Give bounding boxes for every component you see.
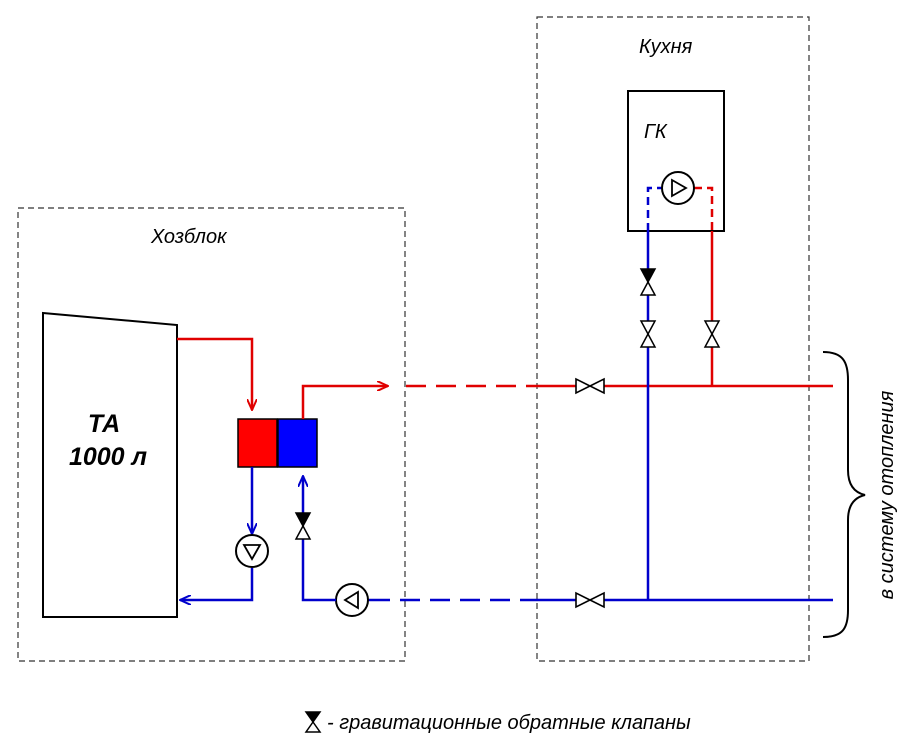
tank-circuit-pump-icon bbox=[235, 534, 269, 568]
utility-zone-label: Хозблок bbox=[150, 226, 228, 248]
legend-text: - гравитационные обратные клапаны bbox=[327, 712, 691, 734]
gravity-check-valve-icon bbox=[294, 512, 312, 540]
boiler-internal-supply-dashed bbox=[694, 186, 714, 231]
exchanger-return-pipe-lower bbox=[180, 568, 254, 600]
kitchen-zone-label: Кухня bbox=[639, 36, 693, 58]
return-circuit-pump-icon bbox=[335, 583, 369, 617]
heating-system-label: в систему отопления bbox=[876, 390, 898, 599]
boiler-label: ГК bbox=[644, 121, 668, 143]
gas-boiler bbox=[627, 90, 725, 232]
exchanger-cold-side bbox=[277, 418, 318, 468]
boiler-supply-shutoff-valve-icon bbox=[703, 320, 721, 348]
tank-label-line2: 1000 л bbox=[69, 443, 148, 471]
heating-system-brace bbox=[822, 351, 866, 638]
kitchen-zone-border bbox=[536, 16, 810, 662]
supply-shutoff-valve-icon bbox=[575, 377, 605, 395]
exchanger-supply-pipe bbox=[301, 386, 388, 419]
boiler-return-check-valve-icon bbox=[639, 268, 657, 296]
storage-tank bbox=[42, 311, 178, 618]
boiler-internal-return-dashed bbox=[646, 186, 662, 231]
utility-zone-border bbox=[17, 207, 406, 662]
exchanger-hot-side bbox=[237, 418, 278, 468]
boiler-pump-icon bbox=[661, 171, 695, 205]
tank-supply-pipe bbox=[177, 337, 252, 410]
tank-label-line1: ТА bbox=[88, 410, 120, 438]
boiler-return-shutoff-valve-icon bbox=[639, 320, 657, 348]
return-shutoff-valve-icon bbox=[575, 591, 605, 609]
legend-check-valve-icon bbox=[304, 711, 322, 733]
